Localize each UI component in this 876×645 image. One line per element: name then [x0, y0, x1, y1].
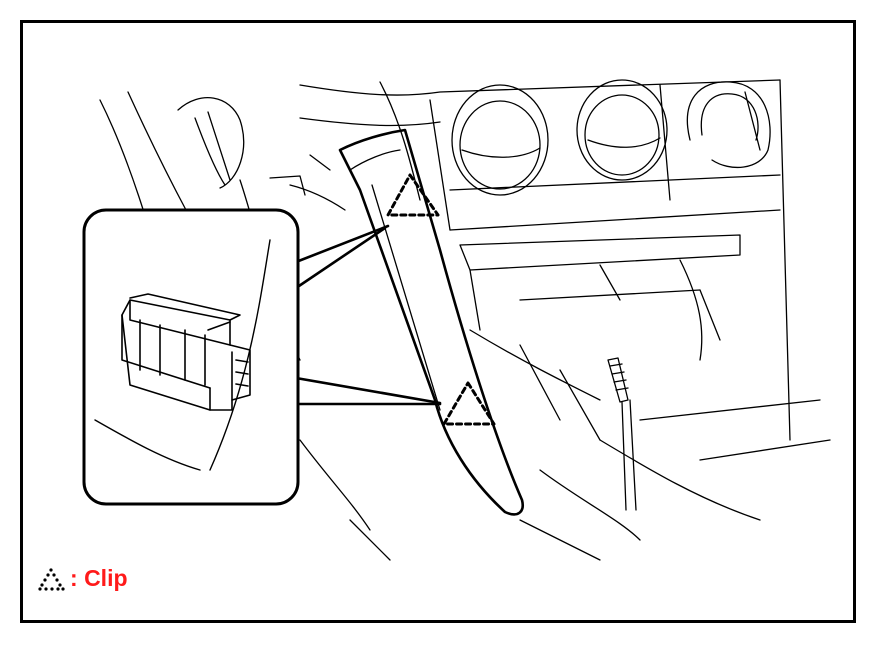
center-air-vent-2: [576, 79, 668, 181]
clip-detail-inset: [82, 208, 300, 506]
legend-label: : Clip: [70, 565, 128, 592]
clip-detail-part: [121, 293, 251, 411]
clip-marker-upper: [386, 173, 440, 217]
dotted-triangle-icon: [38, 567, 65, 591]
gear-shift-lever: [607, 357, 637, 511]
legend-clip-text: Clip: [84, 565, 128, 591]
right-air-vent: [686, 81, 771, 169]
center-air-vent-1: [451, 84, 549, 196]
clip-marker-lower: [442, 381, 496, 426]
legend: : Clip: [36, 565, 128, 592]
callout-leaders: [294, 224, 442, 406]
trim-panel: [338, 128, 524, 516]
legend-separator: :: [70, 565, 78, 591]
